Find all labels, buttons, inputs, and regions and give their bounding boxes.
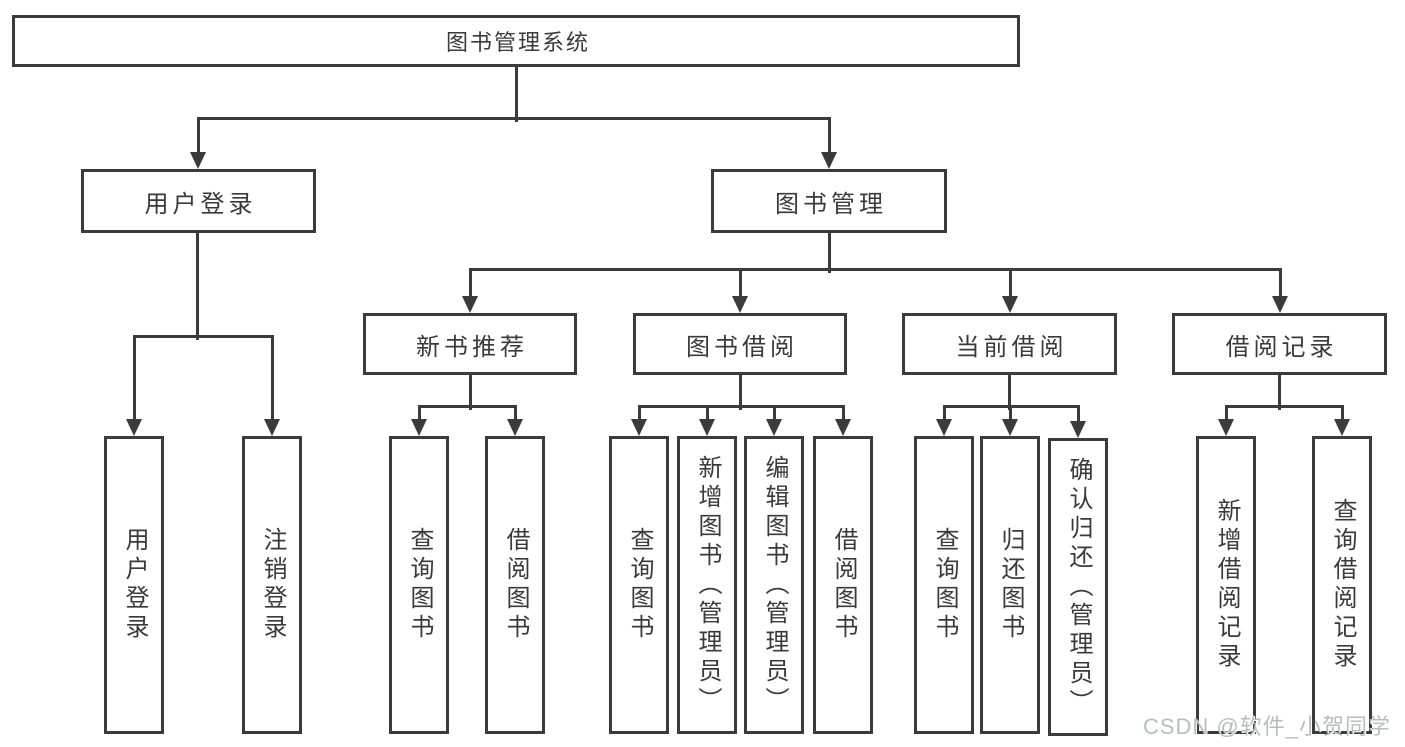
arrow-down-icon xyxy=(631,419,647,436)
connector-line xyxy=(772,405,776,421)
leaf-edit-books-admin: 编辑图书（管理员） xyxy=(744,436,804,734)
arrow-down-icon xyxy=(766,419,782,436)
arrow-down-icon xyxy=(411,419,427,436)
node-label: 注销登录 xyxy=(259,527,286,643)
connector-line xyxy=(417,405,421,421)
leaf-query-borrow-record: 查询借阅记录 xyxy=(1312,436,1372,734)
leaf-borrow-books-recommend: 借阅图书 xyxy=(485,436,545,734)
connector-line xyxy=(637,405,845,408)
connector-line xyxy=(196,117,200,154)
connector-line xyxy=(132,335,136,421)
arrow-down-icon xyxy=(1002,419,1018,436)
connector-line xyxy=(417,405,517,408)
arrow-down-icon xyxy=(835,419,851,436)
node-label: 用户登录 xyxy=(121,527,148,643)
node-label: 图书管理 xyxy=(775,190,887,218)
connector-line xyxy=(468,268,1282,271)
node-label: 查询借阅记录 xyxy=(1329,498,1356,672)
connector-line xyxy=(705,405,709,421)
connector-line xyxy=(468,374,472,410)
node-label: 新书推荐 xyxy=(416,333,528,361)
node-label: 归还图书 xyxy=(997,527,1024,643)
node-label: 确认归还（管理员） xyxy=(1065,456,1092,718)
connector-line xyxy=(1224,405,1344,408)
connector-line xyxy=(1277,374,1281,410)
connector-line xyxy=(1278,268,1282,298)
node-user-login: 用户登录 xyxy=(81,169,316,233)
leaf-return-books: 归还图书 xyxy=(980,436,1040,734)
connector-line xyxy=(513,405,517,421)
connector-line xyxy=(738,374,742,410)
arrow-down-icon xyxy=(1218,419,1234,436)
node-book-management: 图书管理 xyxy=(711,169,947,233)
arrow-down-icon xyxy=(462,296,478,313)
connector-line xyxy=(1008,405,1012,421)
arrow-down-icon xyxy=(190,152,206,169)
leaf-confirm-return-admin: 确认归还（管理员） xyxy=(1048,438,1108,736)
node-label: 编辑图书（管理员） xyxy=(761,454,788,716)
arrow-down-icon xyxy=(264,419,280,436)
leaf-query-books-current: 查询图书 xyxy=(914,436,974,734)
connector-line xyxy=(132,335,274,338)
node-label: 借阅记录 xyxy=(1225,333,1338,361)
node-library-management-system: 图书管理系统 xyxy=(12,15,1020,67)
arrow-down-icon xyxy=(507,419,523,436)
connector-line xyxy=(738,268,742,298)
leaf-user-login: 用户登录 xyxy=(104,436,164,734)
node-book-borrowing: 图书借阅 xyxy=(633,313,847,375)
leaf-add-books-admin: 新增图书（管理员） xyxy=(677,436,737,734)
arrow-down-icon xyxy=(699,419,715,436)
node-new-book-recommendation: 新书推荐 xyxy=(363,313,577,375)
leaf-query-books-recommend: 查询图书 xyxy=(389,436,449,734)
node-label: 用户登录 xyxy=(144,190,257,218)
connector-line xyxy=(270,335,274,421)
node-label: 新增借阅记录 xyxy=(1213,498,1240,672)
leaf-borrow-books: 借阅图书 xyxy=(813,436,873,734)
connector-line xyxy=(1008,268,1012,298)
connector-line xyxy=(841,405,845,421)
arrow-down-icon xyxy=(1070,421,1086,438)
leaf-query-books-borrow: 查询图书 xyxy=(609,436,669,734)
connector-line xyxy=(1007,374,1011,410)
node-label: 查询图书 xyxy=(406,527,433,643)
node-label: 图书管理系统 xyxy=(445,30,590,55)
connector-line xyxy=(468,268,472,298)
connector-line xyxy=(1076,405,1080,423)
leaf-add-borrow-record: 新增借阅记录 xyxy=(1196,436,1256,734)
node-current-borrowing: 当前借阅 xyxy=(902,313,1117,375)
node-label: 借阅图书 xyxy=(830,527,857,643)
connector-line xyxy=(827,117,831,154)
connector-line xyxy=(514,66,518,122)
node-label: 图书借阅 xyxy=(686,333,798,361)
arrow-down-icon xyxy=(936,419,952,436)
connector-line xyxy=(196,117,831,120)
arrow-down-icon xyxy=(732,296,748,313)
node-borrowing-records: 借阅记录 xyxy=(1172,313,1387,375)
node-label: 借阅图书 xyxy=(502,527,529,643)
connector-line xyxy=(942,405,946,421)
node-label: 查询图书 xyxy=(931,527,958,643)
csdn-watermark: CSDN @软件_小贺同学 xyxy=(1142,714,1391,739)
node-label: 新增图书（管理员） xyxy=(694,454,721,716)
connector-line xyxy=(1224,405,1228,421)
arrow-down-icon xyxy=(1334,419,1350,436)
connector-line xyxy=(827,232,831,273)
arrow-down-icon xyxy=(126,419,142,436)
arrow-down-icon xyxy=(821,152,837,169)
node-label: 查询图书 xyxy=(626,527,653,643)
node-label: 当前借阅 xyxy=(955,333,1068,361)
connector-line xyxy=(195,232,199,340)
arrow-down-icon xyxy=(1002,296,1018,313)
connector-line xyxy=(637,405,641,421)
leaf-logout: 注销登录 xyxy=(242,436,302,734)
arrow-down-icon xyxy=(1272,296,1288,313)
connector-line xyxy=(1340,405,1344,421)
